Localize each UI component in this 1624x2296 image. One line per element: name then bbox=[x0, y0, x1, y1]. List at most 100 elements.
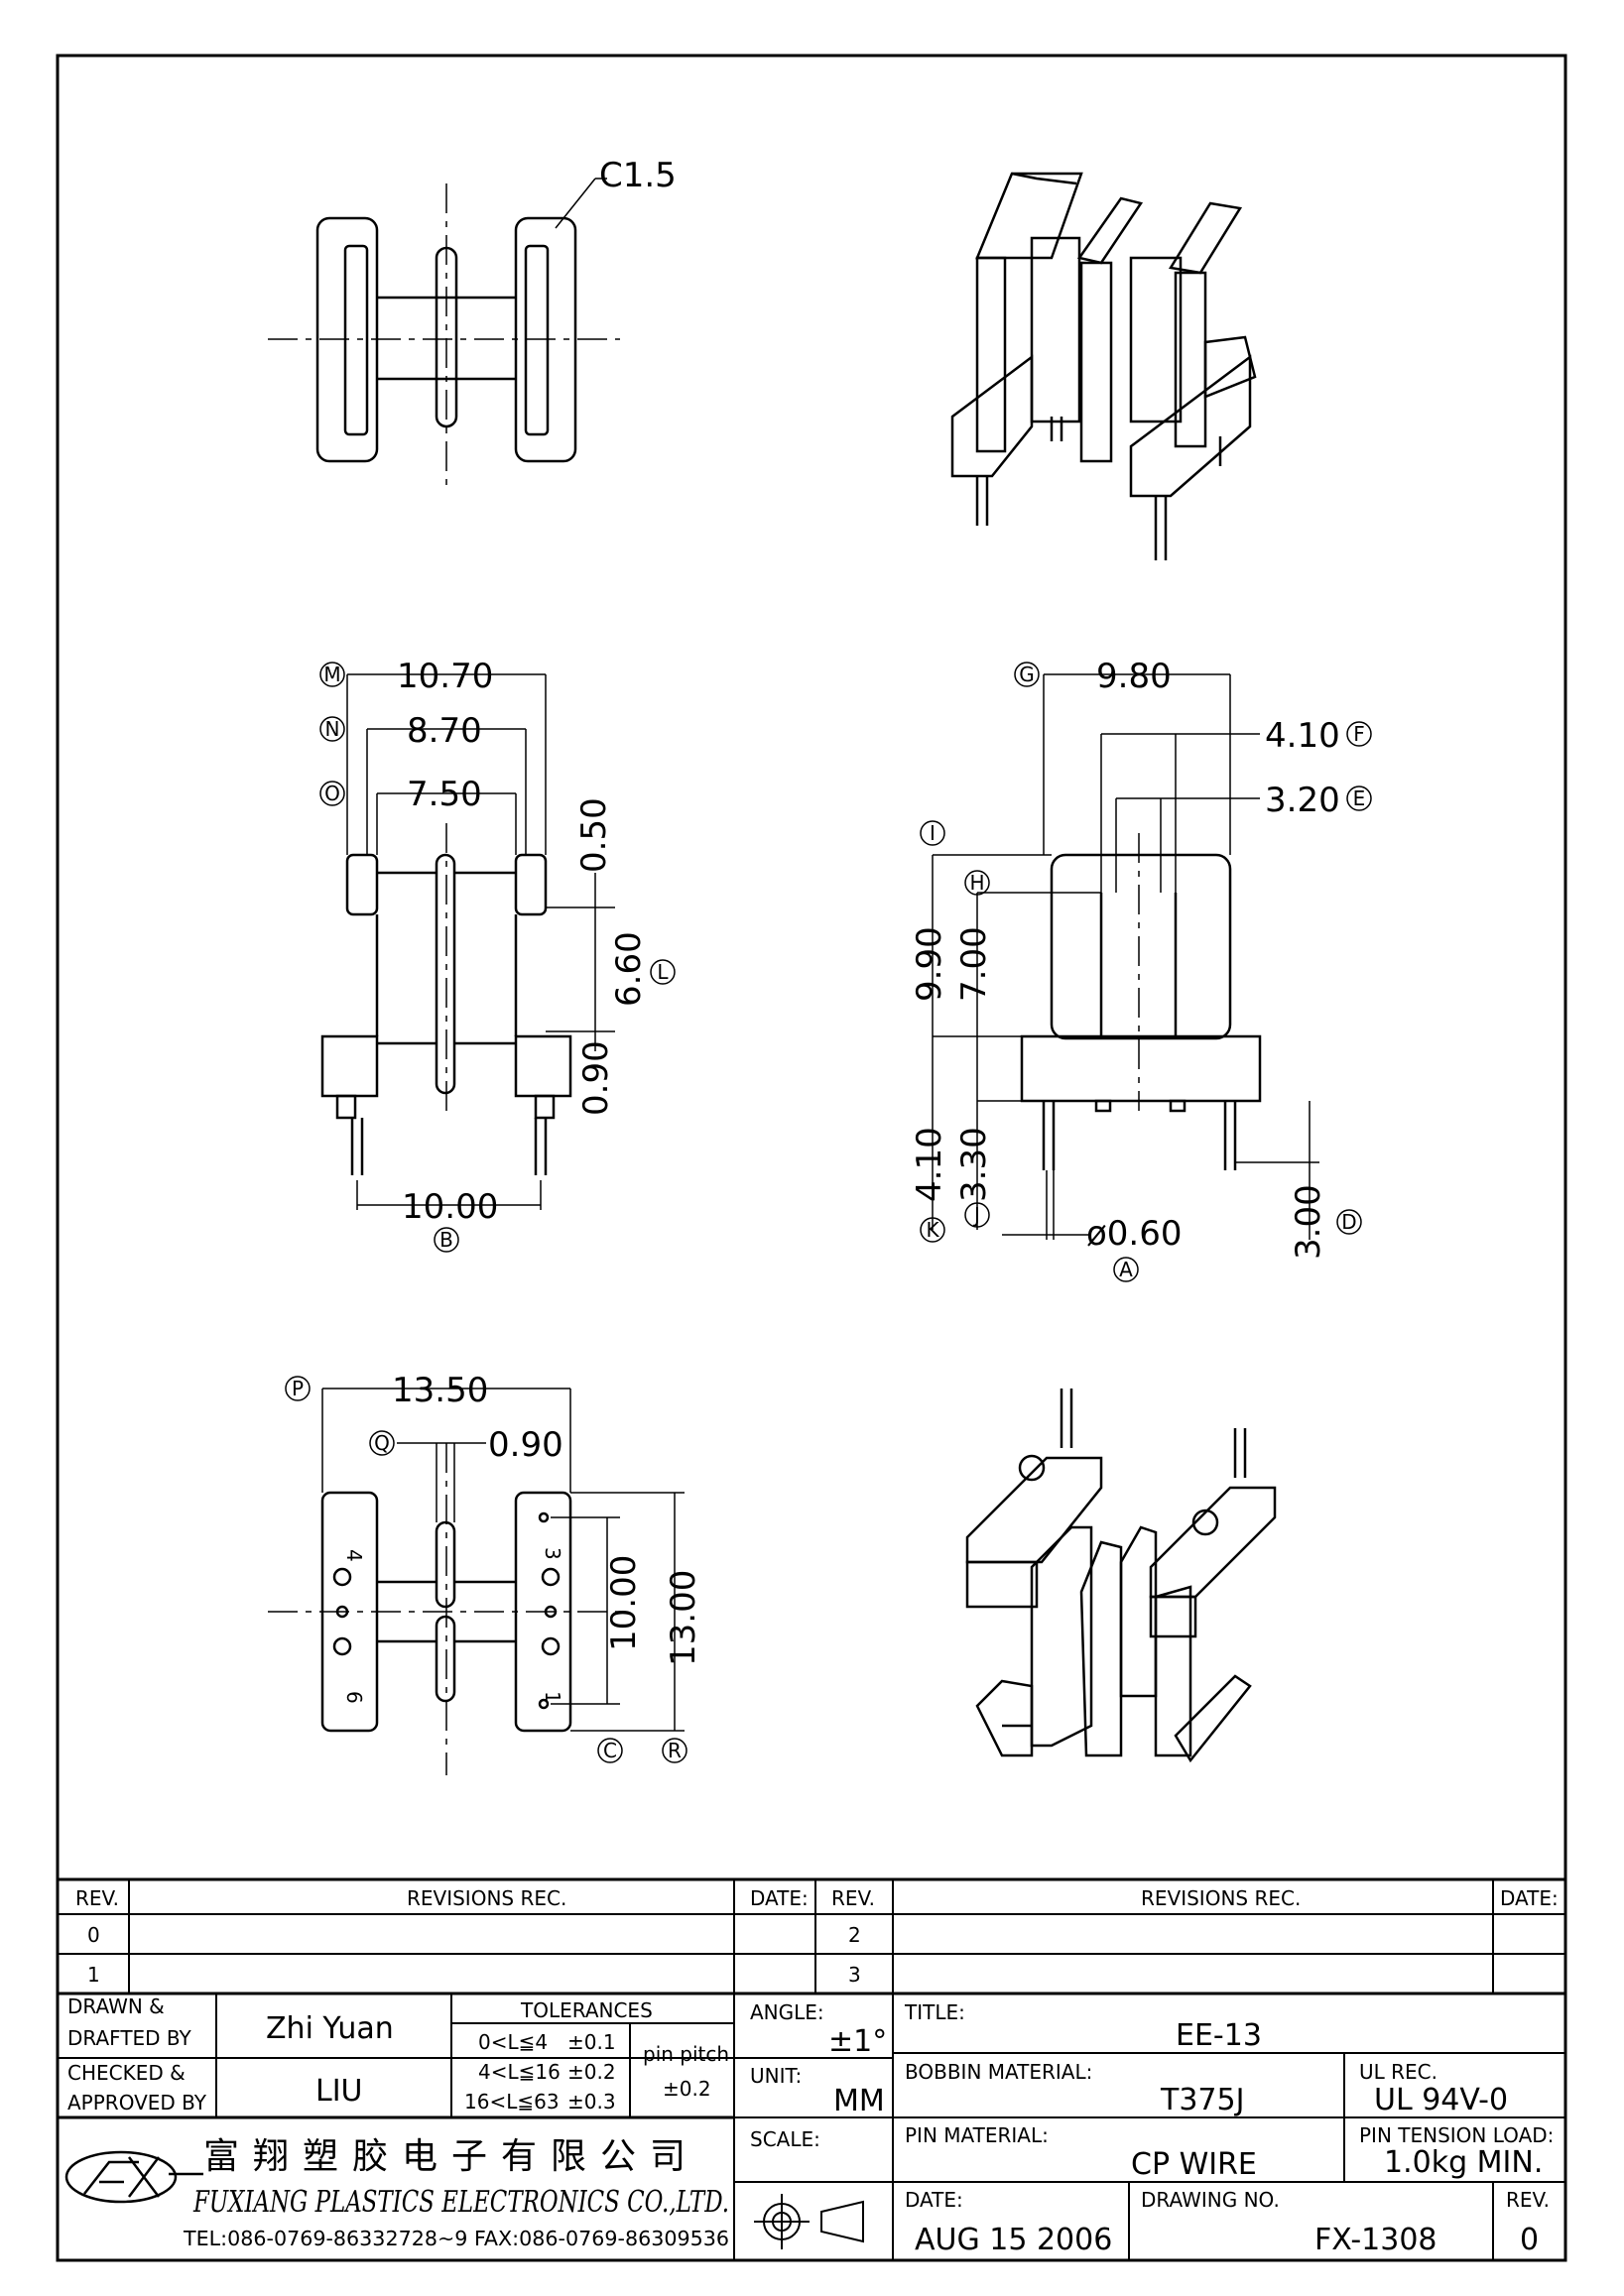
callout-m: M bbox=[323, 663, 340, 686]
dim-9-80: 9.80 bbox=[1096, 657, 1172, 696]
rev-value: 0 bbox=[1520, 2223, 1539, 2257]
rev-row-2: 2 bbox=[848, 1923, 861, 1947]
callout-j-circle bbox=[964, 1202, 990, 1228]
ul-rec-label: UL REC. bbox=[1359, 2060, 1437, 2084]
callout-b: B bbox=[439, 1228, 453, 1252]
callout-j: J bbox=[972, 1203, 980, 1227]
title-block bbox=[58, 1994, 1565, 2260]
tol-range-3: 16<L≦63 bbox=[464, 2090, 560, 2114]
pin-number-4: 4 bbox=[342, 1549, 366, 1562]
company-contact: TEL:086-0769-86332728~9 FAX:086-0769-863… bbox=[183, 2227, 729, 2250]
rev-row-3: 3 bbox=[848, 1963, 861, 1987]
unit-value: MM bbox=[833, 2084, 885, 2118]
angle-label: ANGLE: bbox=[750, 2000, 824, 2024]
callout-f: F bbox=[1353, 722, 1365, 746]
callout-p-circle bbox=[285, 1376, 311, 1401]
pin-material-value: CP WIRE bbox=[1131, 2147, 1257, 2182]
drawn-label-2: DRAFTED BY bbox=[67, 2026, 192, 2050]
dim-10-70: 10.70 bbox=[397, 657, 493, 696]
checked-by-value: LIU bbox=[315, 2074, 363, 2109]
date-header-left: DATE: bbox=[750, 1886, 809, 1910]
callout-f-circle bbox=[1346, 721, 1372, 747]
callout-r: R bbox=[668, 1739, 682, 1762]
company-name-chinese: 富翔塑胶电子有限公司 bbox=[203, 2136, 699, 2177]
callout-h-circle bbox=[964, 870, 990, 896]
dim-9-90: 9.90 bbox=[910, 926, 949, 1002]
dim-13-50: 13.50 bbox=[392, 1371, 488, 1410]
revisions-rec-header-left: REVISIONS REC. bbox=[407, 1886, 566, 1910]
callout-b-circle bbox=[434, 1227, 459, 1253]
pin-material-label: PIN MATERIAL: bbox=[905, 2123, 1049, 2147]
ul-rec-value: UL 94V-0 bbox=[1374, 2083, 1508, 2117]
date-value: AUG 15 2006 bbox=[915, 2223, 1112, 2257]
pin-tension-value: 1.0kg MIN. bbox=[1384, 2145, 1543, 2180]
drawing-no-label: DRAWING NO. bbox=[1141, 2188, 1280, 2212]
side-view bbox=[1020, 833, 1262, 1170]
sheet-border bbox=[56, 54, 1567, 2262]
pin-number-3: 3 bbox=[541, 1547, 564, 1560]
callout-c-circle bbox=[597, 1738, 623, 1763]
scale-label: SCALE: bbox=[750, 2127, 820, 2151]
callout-r-circle bbox=[662, 1738, 687, 1763]
pin-number-1: 1 bbox=[541, 1691, 564, 1704]
callout-m-circle bbox=[319, 662, 345, 687]
callout-p: P bbox=[292, 1377, 304, 1400]
callout-e-circle bbox=[1346, 785, 1372, 811]
callout-k: K bbox=[926, 1218, 939, 1242]
dim-4-10-side: 4.10 bbox=[910, 1127, 949, 1202]
dim-8-70: 8.70 bbox=[407, 711, 482, 751]
projection-symbol-icon bbox=[754, 2194, 864, 2249]
tol-value-2: ±0.2 bbox=[567, 2060, 616, 2084]
iso-view-top bbox=[950, 172, 1257, 560]
callout-g-circle bbox=[1014, 662, 1040, 687]
drawn-by-value: Zhi Yuan bbox=[266, 2011, 394, 2046]
bottom-view-dims bbox=[321, 1388, 685, 1732]
date-header-right: DATE: bbox=[1500, 1886, 1559, 1910]
dim-0-50: 0.50 bbox=[574, 797, 614, 873]
checked-label-2: APPROVED BY bbox=[67, 2091, 207, 2115]
company-logo-icon bbox=[64, 2150, 203, 2204]
rev-row-1: 1 bbox=[87, 1963, 100, 1987]
revisions-table bbox=[58, 1877, 1565, 1995]
tolerances-label: TOLERANCES bbox=[520, 1998, 653, 2022]
angle-value: ±1° bbox=[828, 2024, 887, 2059]
callout-d: D bbox=[1341, 1210, 1356, 1234]
callout-q-circle bbox=[369, 1430, 395, 1456]
revisions-rec-header-right: REVISIONS REC. bbox=[1141, 1886, 1301, 1910]
callout-g: G bbox=[1019, 663, 1035, 686]
dim-6-60: 6.60 bbox=[609, 931, 649, 1007]
dim-4-10-top: 4.10 bbox=[1265, 716, 1340, 756]
rev-row-0: 0 bbox=[87, 1923, 100, 1947]
rev-header-right: REV. bbox=[831, 1886, 875, 1910]
callout-d-circle bbox=[1336, 1209, 1362, 1235]
unit-label: UNIT: bbox=[750, 2064, 802, 2088]
pin-number-6: 6 bbox=[342, 1691, 366, 1704]
date-label: DATE: bbox=[905, 2188, 963, 2212]
tol-value-3: ±0.3 bbox=[567, 2090, 616, 2114]
title-value: EE-13 bbox=[1176, 2018, 1262, 2053]
callout-a: A bbox=[1119, 1258, 1133, 1281]
tol-range-1: 0<L≦4 bbox=[478, 2030, 548, 2054]
callout-i: I bbox=[930, 821, 936, 845]
top-view bbox=[268, 178, 620, 491]
bobbin-material-value: T375J bbox=[1160, 2083, 1244, 2117]
dim-3-30: 3.30 bbox=[954, 1127, 994, 1202]
bobbin-material-label: BOBBIN MATERIAL: bbox=[905, 2060, 1092, 2084]
dim-0-90-b: 0.90 bbox=[488, 1425, 563, 1465]
chamfer-note: C1.5 bbox=[599, 156, 677, 195]
dim-7-50: 7.50 bbox=[407, 775, 482, 814]
bottom-view bbox=[268, 1443, 625, 1775]
dim-13-00: 13.00 bbox=[664, 1570, 703, 1666]
front-view-dims bbox=[346, 673, 615, 1210]
dim-10-00-v: 10.00 bbox=[604, 1555, 644, 1651]
iso-view-bottom bbox=[965, 1389, 1277, 1763]
dim-10-00: 10.00 bbox=[402, 1187, 498, 1227]
dim-7-00: 7.00 bbox=[954, 926, 994, 1002]
drawing-no-value: FX-1308 bbox=[1314, 2223, 1437, 2257]
callout-l-circle bbox=[650, 959, 676, 985]
rev-header-left: REV. bbox=[75, 1886, 119, 1910]
callout-i-circle bbox=[920, 820, 945, 846]
tol-range-2: 4<L≦16 bbox=[478, 2060, 561, 2084]
callout-c: C bbox=[603, 1739, 617, 1762]
